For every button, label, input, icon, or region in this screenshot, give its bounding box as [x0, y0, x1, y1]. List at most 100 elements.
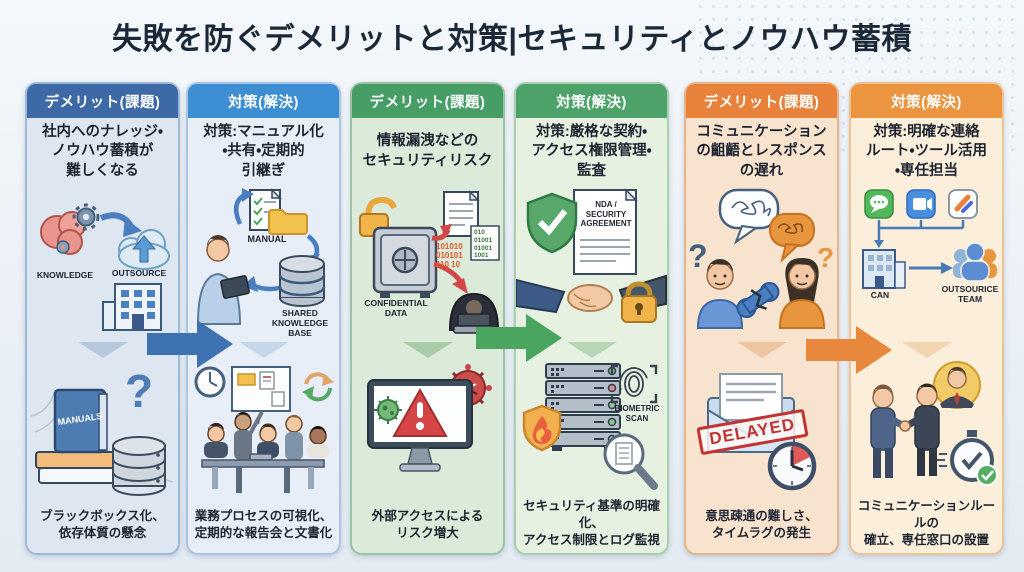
meeting-illustration — [188, 362, 339, 502]
page-title: 失敗を防ぐデメリットと対策|セキュリティとノウハウ蓄積 — [111, 23, 913, 56]
question-mark-icon: ? — [125, 365, 154, 417]
column-header: 対策(解決) — [516, 84, 667, 118]
binary-text-1: 101010 010101 110 10 — [436, 242, 463, 270]
dusty-manuals-graphic — [30, 388, 174, 496]
handshake-people-icon — [870, 383, 940, 478]
whiteboard-icon — [231, 366, 291, 425]
column-communication-solution: 対策(解決) 対策:明確な連絡 ルート・ツール活用 ・専任担当 — [849, 82, 1004, 555]
nda-label: NDA / SECURITY AGREEMENT — [580, 200, 632, 229]
monitor-warning-icon — [367, 379, 473, 472]
server-audit-graphic — [522, 363, 658, 490]
person-with-tablet-icon — [196, 235, 250, 325]
communication-tools-graphic — [862, 189, 997, 289]
risk-illustration — [352, 362, 503, 502]
stopwatch-check-icon — [937, 430, 998, 486]
binary-text-2: 010 01001 01001 1001 — [474, 229, 493, 260]
nda-illustration: NDA / SECURITY AGREEMENT — [516, 184, 667, 342]
column-header: 対策(解決) — [851, 84, 1002, 118]
to-team-arrow — [909, 262, 953, 274]
miscommunication-graphic — [696, 188, 826, 329]
green-virus-icon — [374, 396, 402, 424]
rules-handshake-graphic — [870, 361, 998, 486]
cloud-outsource-icon — [118, 229, 170, 270]
biometric-scan-label: BIOMETRIC SCAN — [614, 404, 660, 423]
folder-icon — [268, 209, 308, 235]
column-security-demerit: デメリット(課題) 情報漏洩などの セキュリティリスク — [350, 82, 505, 555]
outsource-label: OUTSOURCE — [111, 268, 167, 278]
video-call-app-icon — [906, 189, 936, 219]
column-knowledge-solution: 対策(解決) 対策:マニュアル化 ・共有・定期的 引継ぎ — [186, 82, 341, 555]
question-mark-right: ? — [817, 242, 835, 273]
demerit-summary: 外部アクセスによる リスク増大 — [371, 508, 484, 540]
demerit-text: コミュニケーション の齟齬とレスポンス の遅れ — [696, 123, 827, 179]
report-meeting-graphic — [194, 366, 334, 493]
delay-illustration: DELAYED — [686, 362, 837, 502]
clock-delay-icon — [767, 441, 817, 491]
brain-knowledge-icon — [40, 203, 100, 255]
confused-woman-icon — [778, 258, 826, 329]
solution-summary: 業務プロセスの可視化、 定期的な報告会と文書化 — [194, 508, 333, 540]
column-communication-demerit: デメリット(課題) コミュニケーション の齟齬とレスポンス の遅れ — [684, 82, 839, 555]
pen-tool-app-icon — [948, 189, 978, 219]
company-building-icon — [862, 249, 906, 289]
dedicated-contact-illustration — [851, 358, 1002, 498]
solution-text: 対策:明確な連絡 ルート・ツール活用 ・専任担当 — [866, 123, 987, 179]
knowledge-illustration: KNOWLEDGE OUTSOURCE — [27, 184, 178, 342]
manual-label: MANUAL — [247, 234, 287, 244]
tangled-speech-bubble-orange — [769, 213, 815, 264]
server-rack-icon — [545, 363, 621, 451]
meeting-people-icons — [201, 411, 329, 493]
leak-arrows — [431, 224, 468, 294]
contact-avatar-icon — [933, 361, 981, 409]
knowledge-label: KNOWLEDGE — [36, 270, 94, 280]
shared-database-icon — [278, 255, 326, 307]
confused-man-icon — [696, 259, 744, 329]
agreement-graphic — [516, 188, 667, 323]
access-control-illustration: BIOMETRIC SCAN — [516, 358, 667, 498]
demerit-to-solution-arrow-orange — [806, 326, 892, 374]
manual-cycle-illustration: MANUAL SHARED KNOWLEDGE BASE — [188, 184, 339, 342]
solution-summary: セキュリティ基準の明確化、 アクセス制限とログ監視 — [523, 499, 660, 547]
column-header: デメリット(課題) — [352, 84, 503, 118]
demerit-text: 社内へのナレッジ・ ノウハウ蓄積が 難しくなる — [42, 123, 163, 179]
column-security-solution: 対策(解決) 対策:厳格な契約・ アクセス権限管理・ 監査 — [514, 82, 669, 555]
outsource-team-label: OUTSOURICE TEAM — [941, 284, 999, 305]
hacker-icon — [448, 292, 500, 334]
connector-lines — [877, 220, 965, 240]
safe-icon — [372, 226, 438, 298]
malware-warning-graphic — [367, 364, 492, 472]
broken-phone-icon — [736, 281, 780, 319]
connector-arrowhead — [874, 240, 884, 248]
down-chevron — [686, 342, 837, 362]
gold-padlock-icon — [621, 281, 657, 323]
demerit-to-solution-arrow-green — [476, 314, 562, 362]
down-chevron — [188, 342, 339, 362]
nda-document-icon — [573, 188, 638, 275]
column-knowledge-demerit: デメリット(課題) 社内へのナレッジ・ ノウハウ蓄積が 難しくなる — [25, 82, 180, 555]
down-chevron — [352, 342, 503, 362]
database-icon — [112, 436, 166, 496]
miscommunication-illustration: ? ? — [686, 184, 837, 342]
can-label: CAN — [870, 290, 890, 300]
clock-icon — [194, 366, 226, 398]
column-header: デメリット(課題) — [27, 84, 178, 118]
question-mark-left: ? — [688, 238, 708, 274]
column-header: 対策(解決) — [188, 84, 339, 118]
down-chevron — [516, 342, 667, 358]
shared-kb-label: SHARED KNOWLEDGE BASE — [271, 308, 329, 339]
down-chevron — [27, 342, 178, 362]
book-stack-icon — [35, 388, 133, 484]
confidential-data-label: CONFIDENTIAL DATA — [364, 298, 428, 319]
down-chevron — [851, 342, 1002, 358]
data-leak-graphic — [359, 190, 500, 334]
column-header: デメリット(課題) — [686, 84, 837, 118]
outsource-team-icon — [953, 242, 997, 282]
solution-text: 対策:マニュアル化 ・共有・定期的 引継ぎ — [203, 123, 324, 179]
solution-text: 対策:厳格な契約・ アクセス権限管理・ 監査 — [531, 123, 652, 179]
demerit-to-solution-arrow-blue — [147, 320, 233, 368]
firewall-shield-icon — [522, 404, 562, 452]
office-building-icon — [102, 283, 162, 331]
demerit-summary: 意思疎通の難しさ、 タイムラグの発生 — [705, 508, 818, 540]
log-magnifier-icon — [603, 433, 658, 490]
